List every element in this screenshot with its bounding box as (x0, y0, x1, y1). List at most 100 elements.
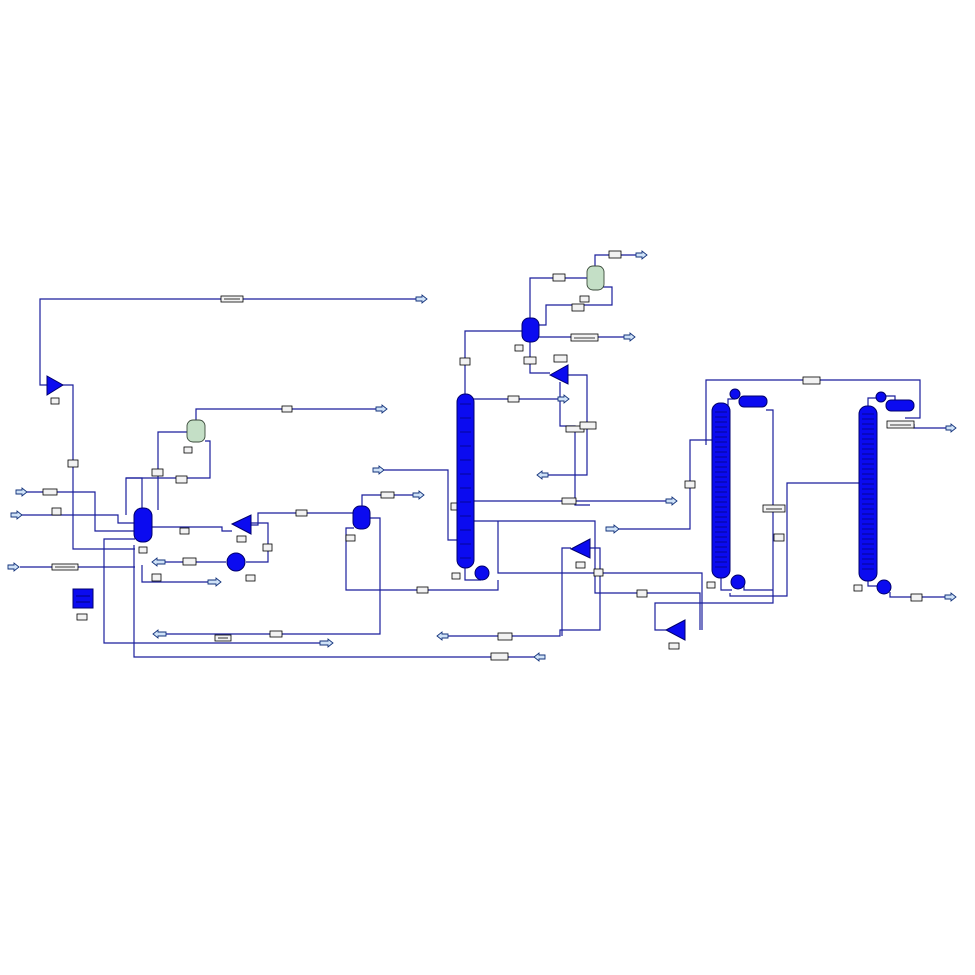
stream-arrow-icon[interactable] (635, 250, 648, 260)
stream-arrow-icon[interactable] (7, 562, 20, 572)
stream-table-icon[interactable] (220, 295, 244, 303)
stream-table-icon[interactable] (773, 533, 785, 542)
pump-icon[interactable] (226, 552, 246, 572)
stream-arrow-icon[interactable] (412, 490, 425, 500)
block-unit-icon[interactable] (72, 588, 94, 609)
flash-drum-icon[interactable] (186, 419, 206, 443)
stream-arrow-icon[interactable] (375, 404, 388, 414)
stream-table-icon[interactable] (684, 480, 696, 489)
pipe (867, 580, 878, 587)
reboiler-icon[interactable] (876, 579, 892, 595)
distillation-column-icon[interactable] (858, 405, 878, 582)
stream-arrow-icon[interactable] (557, 394, 570, 404)
compressor-triangle-icon[interactable] (46, 375, 64, 396)
unit-label-icon[interactable] (514, 344, 524, 352)
flash-drum-icon[interactable] (521, 317, 540, 343)
stream-table-icon[interactable] (151, 468, 164, 477)
stream-arrow-icon[interactable] (945, 423, 957, 433)
stream-table-icon[interactable] (175, 475, 188, 484)
stream-table-icon[interactable] (910, 593, 923, 602)
stream-table-icon[interactable] (802, 376, 821, 385)
stream-arrow-icon[interactable] (319, 638, 334, 648)
pipe (529, 277, 587, 318)
reflux-drum-icon[interactable] (885, 399, 915, 412)
pipe (867, 397, 877, 406)
stream-table-icon[interactable] (523, 356, 537, 365)
compressor-triangle-icon[interactable] (230, 514, 252, 535)
unit-label-icon[interactable] (236, 535, 247, 543)
unit-label-icon[interactable] (668, 642, 680, 650)
stream-table-icon[interactable] (281, 405, 293, 413)
stream-table-icon[interactable] (182, 557, 197, 566)
stream-table-icon[interactable] (67, 459, 79, 468)
pipe (125, 440, 211, 515)
stream-arrow-icon[interactable] (533, 652, 546, 662)
stream-arrow-icon[interactable] (665, 496, 678, 506)
unit-label-icon[interactable] (451, 572, 461, 580)
stream-table-icon[interactable] (151, 573, 162, 582)
stream-arrow-icon[interactable] (623, 332, 636, 342)
stream-table-icon[interactable] (42, 488, 58, 496)
stream-table-icon[interactable] (571, 303, 585, 312)
reboiler-icon[interactable] (730, 574, 746, 590)
stream-table-icon[interactable] (552, 273, 566, 282)
stream-table-icon[interactable] (886, 420, 915, 429)
distillation-column-icon[interactable] (456, 393, 475, 569)
pipe (21, 514, 135, 524)
unit-label-icon[interactable] (579, 295, 590, 303)
condenser-icon[interactable] (729, 388, 741, 400)
unit-label-icon[interactable] (575, 561, 586, 569)
flash-drum-icon[interactable] (352, 505, 371, 530)
unit-label-icon[interactable] (138, 546, 148, 554)
stream-table-icon[interactable] (262, 543, 273, 552)
stream-table-icon[interactable] (295, 509, 308, 517)
stream-table-icon[interactable] (636, 589, 648, 598)
stream-arrow-icon[interactable] (151, 557, 166, 567)
unit-label-icon[interactable] (76, 613, 88, 621)
flash-drum-icon[interactable] (586, 265, 605, 291)
stream-table-icon[interactable] (179, 527, 190, 535)
stream-arrow-icon[interactable] (15, 487, 28, 497)
unit-label-icon[interactable] (853, 584, 863, 592)
stream-table-icon[interactable] (579, 421, 597, 430)
pipe (152, 526, 232, 532)
stream-table-icon[interactable] (507, 395, 520, 403)
stream-table-icon[interactable] (51, 563, 79, 571)
unit-label-icon[interactable] (183, 446, 193, 454)
reactor-icon[interactable] (133, 507, 153, 543)
stream-arrow-icon[interactable] (536, 470, 549, 480)
stream-table-icon[interactable] (762, 504, 786, 513)
stream-table-icon[interactable] (497, 632, 513, 641)
stream-arrow-icon[interactable] (372, 465, 385, 475)
stream-table-icon[interactable] (416, 586, 429, 594)
reflux-drum-icon[interactable] (738, 395, 768, 408)
stream-arrow-icon[interactable] (10, 510, 23, 520)
unit-label-icon[interactable] (706, 581, 716, 589)
pipe (27, 491, 135, 532)
stream-arrow-icon[interactable] (152, 629, 167, 639)
stream-arrow-icon[interactable] (436, 631, 449, 641)
stream-table-icon[interactable] (561, 497, 577, 505)
stream-table-icon[interactable] (608, 250, 622, 259)
stream-table-icon[interactable] (269, 630, 283, 638)
stream-table-icon[interactable] (553, 354, 568, 363)
stream-table-icon[interactable] (51, 507, 62, 516)
compressor-triangle-icon[interactable] (664, 619, 686, 641)
compressor-triangle-icon[interactable] (569, 538, 591, 559)
stream-table-icon[interactable] (490, 652, 509, 661)
stream-table-icon[interactable] (459, 357, 471, 366)
stream-table-icon[interactable] (570, 333, 599, 342)
stream-arrow-icon[interactable] (415, 294, 428, 304)
stream-table-icon[interactable] (593, 568, 604, 577)
condenser-icon[interactable] (875, 391, 887, 403)
stream-arrow-icon[interactable] (944, 592, 957, 602)
stream-table-icon[interactable] (380, 491, 395, 499)
stream-table-icon[interactable] (214, 634, 232, 642)
unit-label-icon[interactable] (345, 534, 356, 542)
unit-label-icon[interactable] (245, 574, 256, 582)
unit-label-icon[interactable] (50, 397, 60, 405)
stream-arrow-icon[interactable] (605, 524, 620, 534)
stream-arrow-icon[interactable] (207, 577, 222, 587)
compressor-triangle-icon[interactable] (548, 364, 569, 385)
reboiler-icon[interactable] (474, 565, 490, 581)
